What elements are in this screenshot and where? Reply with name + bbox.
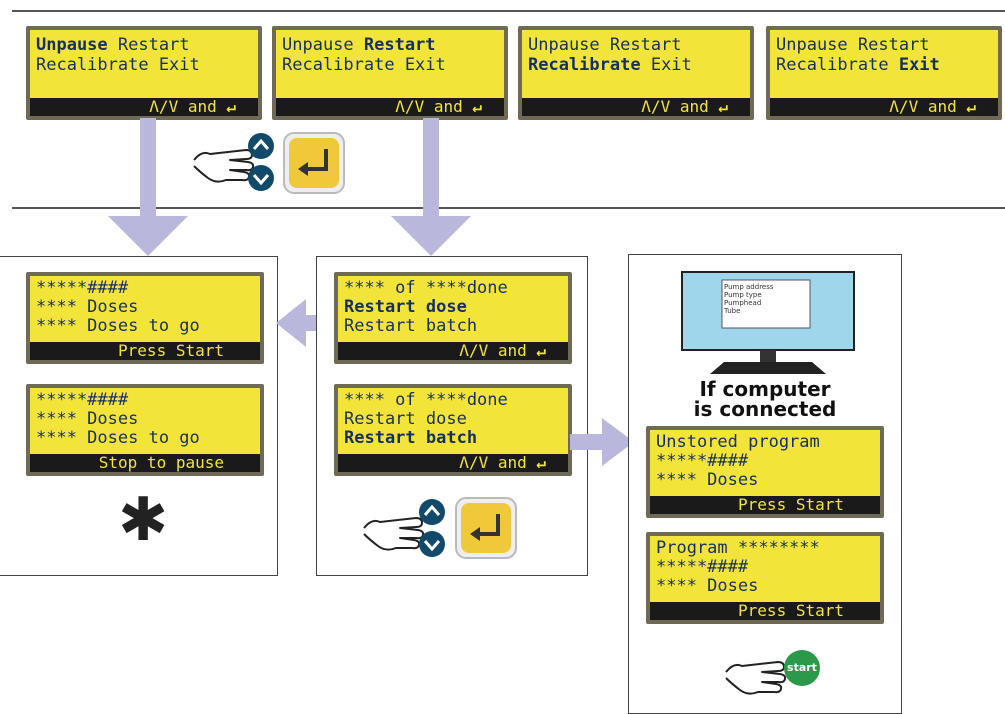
menu-screen-unpause: Unpause Restart Recalibrate Exit Λ/V and… [26, 26, 262, 120]
lcd-prompt-bar: Press Start [650, 496, 880, 514]
menu-screen-restart: Unpause Restart Recalibrate Exit Λ/V and… [272, 26, 508, 120]
up-arrow-key-icon [419, 499, 445, 525]
lcd-line-1: Unpause Restart [528, 35, 682, 55]
start-button-icon: start [784, 650, 820, 686]
enter-key-icon [455, 497, 517, 559]
enter-key-icon [283, 132, 345, 194]
lcd-line-3: Restart batch [344, 316, 478, 336]
lcd-line-2: *****#### [656, 451, 749, 471]
monitor-line: Pump address [724, 283, 774, 291]
lcd-line-2: *****#### [656, 557, 749, 577]
restart-screen-dose: **** of ****done Restart dose Restart ba… [334, 272, 572, 364]
lcd-line-1: Unpause Restart [282, 35, 436, 55]
lcd-line-1: *****#### [36, 390, 129, 410]
down-arrow-key-icon [419, 531, 445, 557]
lcd-line-2: Recalibrate Exit [528, 55, 692, 75]
lcd-line-1: Program ******** [656, 538, 820, 558]
lcd-line-2: **** Doses [36, 409, 139, 429]
monitor-line: Pumphead [724, 299, 762, 307]
monitor-line: Pump type [724, 291, 762, 299]
lcd-prompt-bar: Λ/V and ↵ [30, 98, 258, 116]
lcd-prompt-bar: Λ/V and ↵ [338, 454, 568, 472]
top-rule [12, 10, 1005, 12]
monitor-text: Pump address Pump type Pumphead Tube [724, 283, 808, 315]
menu-screen-exit: Unpause Restart Recalibrate Exit Λ/V and… [766, 26, 1002, 120]
lcd-line-1: Unpause Restart [36, 35, 190, 55]
down-arrow-key-icon [248, 165, 274, 191]
asterisk-icon: ✱ [118, 485, 169, 555]
lcd-line-1: Unpause Restart [776, 35, 930, 55]
computer-caption-line-1: If computer [699, 377, 831, 401]
lcd-line-2: Recalibrate Exit [282, 55, 446, 75]
arrow-down-unpause [108, 118, 188, 256]
computer-caption-line-2: is connected [693, 397, 837, 421]
lcd-line-1: **** of ****done [344, 278, 508, 298]
lcd-line-3: **** Doses to go [36, 316, 200, 336]
up-arrow-key-icon [248, 133, 274, 159]
arrow-down-restart [391, 118, 471, 256]
running-screen-stop-to-pause: *****#### **** Doses **** Doses to go St… [26, 384, 264, 476]
lcd-line-1: Unstored program [656, 432, 820, 452]
arrow-right-to-computer [570, 418, 634, 466]
lcd-line-1: *****#### [36, 278, 129, 298]
lcd-prompt-bar: Press Start [30, 342, 260, 360]
lcd-line-3: **** Doses [656, 470, 759, 490]
running-screen-press-start: *****#### **** Doses **** Doses to go Pr… [26, 272, 264, 364]
lcd-line-2: Recalibrate Exit [776, 55, 940, 75]
lcd-line-2: Restart dose [344, 297, 467, 317]
lcd-line-2: Recalibrate Exit [36, 55, 200, 75]
lcd-line-2: **** Doses [36, 297, 139, 317]
lcd-line-3: Restart batch [344, 428, 478, 448]
lcd-line-3: **** Doses to go [36, 428, 200, 448]
lcd-line-3: **** Doses [656, 576, 759, 596]
program-screen: Program ******** *****#### **** Doses Pr… [646, 532, 884, 624]
lcd-line-1: **** of ****done [344, 390, 508, 410]
unstored-program-screen: Unstored program *****#### **** Doses Pr… [646, 426, 884, 518]
lcd-line-2: Restart dose [344, 409, 467, 429]
lcd-prompt-bar: Λ/V and ↵ [770, 98, 998, 116]
lcd-prompt-bar: Λ/V and ↵ [338, 342, 568, 360]
lcd-prompt-bar: Press Start [650, 602, 880, 620]
lcd-prompt-bar: Λ/V and ↵ [276, 98, 504, 116]
restart-screen-batch: **** of ****done Restart dose Restart ba… [334, 384, 572, 476]
lcd-prompt-bar: Stop to pause [30, 454, 260, 472]
hand-pointer-icon [725, 661, 787, 695]
monitor-line: Tube [724, 307, 741, 315]
computer-monitor-icon [681, 271, 855, 374]
lcd-prompt-bar: Λ/V and ↵ [522, 98, 750, 116]
middle-rule [12, 207, 1005, 209]
menu-screen-recalibrate: Unpause Restart Recalibrate Exit Λ/V and… [518, 26, 754, 120]
